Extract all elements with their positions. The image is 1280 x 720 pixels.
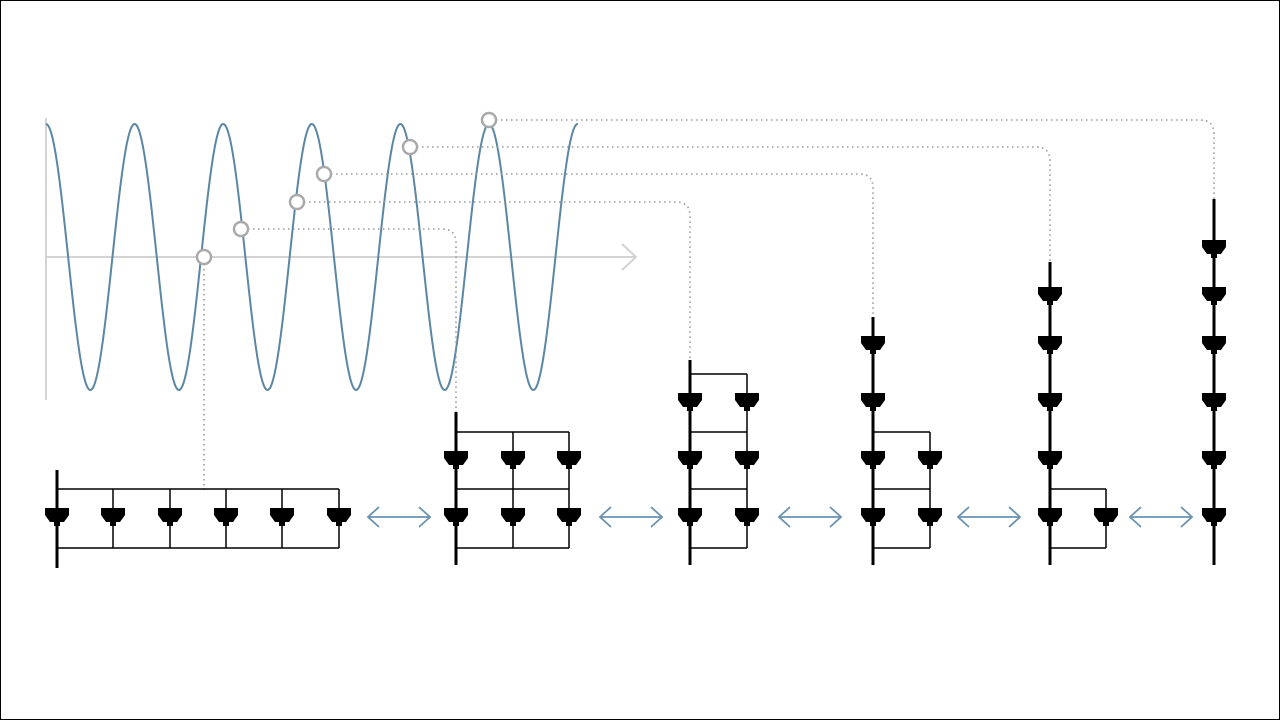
sample-marker-icon (288, 193, 306, 211)
x-axis-arrowhead-icon (621, 243, 638, 271)
sample-markers (195, 111, 498, 266)
diode-cell-icon (327, 508, 351, 526)
diode-cell-icon (444, 508, 468, 526)
diode-cell-icon (1202, 336, 1226, 354)
diode-cell-icon (678, 508, 702, 526)
diode-cell-icon (861, 451, 885, 469)
diode-cell-icon (501, 508, 525, 526)
diode-cell-icon (1038, 287, 1062, 305)
diode-cell-icon (214, 508, 238, 526)
diode-cell-icon (1202, 287, 1226, 305)
arrowhead-right-icon (1180, 506, 1194, 528)
leader-line-6 (496, 119, 1215, 199)
cell-configuration-2 (444, 412, 581, 565)
diode-cell-icon (918, 508, 942, 526)
arrowhead-right-icon (650, 506, 664, 528)
diode-cell-icon (158, 508, 182, 526)
cell-configuration-5 (1038, 262, 1118, 565)
sample-marker-icon (480, 111, 498, 129)
diode-cell-icon (861, 508, 885, 526)
sample-marker-icon (315, 165, 333, 183)
arrowhead-left-icon (777, 506, 791, 528)
sample-marker-icon (195, 248, 213, 266)
diode-cell-icon (735, 393, 759, 411)
bidirectional-arrow-icon (1128, 506, 1194, 528)
transition-arrows (366, 506, 1194, 528)
diode-cell-icon (101, 508, 125, 526)
cell-configuration-6 (1202, 199, 1226, 565)
diode-cell-icon (45, 508, 69, 526)
diode-cell-icon (678, 393, 702, 411)
diode-cell-icon (1038, 508, 1062, 526)
bidirectional-arrow-icon (366, 506, 432, 528)
leader-line-4 (331, 173, 874, 317)
diode-cell-icon (735, 451, 759, 469)
bidirectional-arrow-icon (598, 506, 664, 528)
diode-cell-icon (1038, 336, 1062, 354)
bidirectional-arrow-icon (956, 506, 1022, 528)
arrowhead-right-icon (829, 506, 843, 528)
leader-lines (203, 119, 1215, 490)
diode-cell-icon (270, 508, 294, 526)
diode-cell-icon (557, 508, 581, 526)
sample-marker-icon (232, 220, 250, 238)
arrowhead-right-icon (1008, 506, 1022, 528)
diode-cell-icon (444, 451, 468, 469)
arrowhead-left-icon (956, 506, 970, 528)
diode-cell-icon (1202, 393, 1226, 411)
diode-cell-icon (918, 451, 942, 469)
diode-cell-icon (557, 451, 581, 469)
waveform-axes (45, 118, 638, 400)
diode-cell-icon (1094, 508, 1118, 526)
sample-marker-icon (401, 138, 419, 156)
diode-cell-icon (1038, 393, 1062, 411)
leader-line-2 (248, 228, 457, 412)
leader-line-5 (417, 146, 1051, 262)
cell-configuration-1 (45, 470, 351, 568)
cell-configuration-4 (861, 317, 942, 565)
bidirectional-arrow-icon (777, 506, 843, 528)
diode-cell-icon (861, 336, 885, 354)
diode-cell-icon (501, 451, 525, 469)
arrowhead-right-icon (418, 506, 432, 528)
arrowhead-left-icon (366, 506, 380, 528)
arrowhead-left-icon (598, 506, 612, 528)
diode-cell-icon (1202, 240, 1226, 258)
diode-cell-icon (1202, 451, 1226, 469)
cell-configurations (45, 199, 1226, 568)
diode-cell-icon (735, 508, 759, 526)
diode-cell-icon (678, 451, 702, 469)
diode-cell-icon (1038, 451, 1062, 469)
arrowhead-left-icon (1128, 506, 1142, 528)
diode-cell-icon (1202, 508, 1226, 526)
cell-configuration-3 (678, 360, 759, 565)
diode-cell-icon (861, 393, 885, 411)
leader-line-3 (304, 201, 691, 360)
